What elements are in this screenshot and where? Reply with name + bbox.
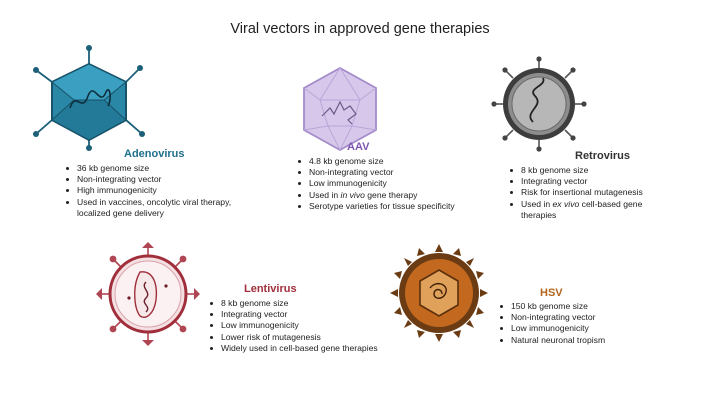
aav-fact: Low immunogenicity — [296, 178, 466, 189]
lentivirus-particle-icon — [96, 242, 200, 346]
adenovirus-fact: High immunogenicity — [64, 185, 246, 196]
adenovirus-facts: 36 kb genome size Non-integrating vector… — [64, 163, 246, 219]
retrovirus-fact: 8 kb genome size — [508, 165, 678, 176]
lentivirus-fact: Lower risk of mutagenesis — [208, 332, 378, 343]
aav-fact: Non-integrating vector — [296, 167, 466, 178]
aav-fact: Used in in vivo gene therapy — [296, 190, 466, 201]
aav-facts: 4.8 kb genome size Non-integrating vecto… — [296, 156, 466, 212]
diagram-title: Viral vectors in approved gene therapies — [230, 21, 490, 37]
retrovirus-fact: Risk for insertional mutagenesis — [508, 187, 678, 198]
hsv-fact: Natural neuronal tropism — [498, 335, 668, 346]
hsv-particle-icon — [390, 244, 488, 342]
lentivirus-fact: Integrating vector — [208, 309, 378, 320]
adenovirus-icosahedron-icon — [33, 45, 145, 151]
adenovirus-fact: 36 kb genome size — [64, 163, 246, 174]
retrovirus-name: Retrovirus — [575, 150, 631, 162]
aav-fact: 4.8 kb genome size — [296, 156, 466, 167]
adenovirus-fact: Used in vaccines, oncolytic viral therap… — [64, 197, 246, 219]
adenovirus-name: Adenovirus — [124, 148, 185, 160]
lentivirus-fact: Low immunogenicity — [208, 320, 378, 331]
hsv-fact: 150 kb genome size — [498, 301, 668, 312]
hsv-name: HSV — [540, 287, 563, 299]
hsv-fact: Low immunogenicity — [498, 323, 668, 334]
hsv-facts: 150 kb genome size Non-integrating vecto… — [498, 301, 668, 346]
aav-fact: Serotype varieties for tissue specificit… — [296, 201, 466, 212]
lentivirus-name: Lentivirus — [244, 283, 297, 295]
retrovirus-particle-icon — [491, 56, 587, 152]
retrovirus-fact: Used in ex vivo cell-based gene therapie… — [508, 199, 678, 221]
lentivirus-fact: Widely used in cell-based gene therapies — [208, 343, 378, 354]
retrovirus-facts: 8 kb genome size Integrating vector Risk… — [508, 165, 678, 221]
adenovirus-fact: Non-integrating vector — [64, 174, 246, 185]
retrovirus-fact: Integrating vector — [508, 176, 678, 187]
lentivirus-fact: 8 kb genome size — [208, 298, 378, 309]
aav-capsid-icon — [303, 66, 377, 152]
hsv-fact: Non-integrating vector — [498, 312, 668, 323]
aav-name: AAV — [347, 141, 370, 153]
lentivirus-facts: 8 kb genome size Integrating vector Low … — [208, 298, 378, 354]
